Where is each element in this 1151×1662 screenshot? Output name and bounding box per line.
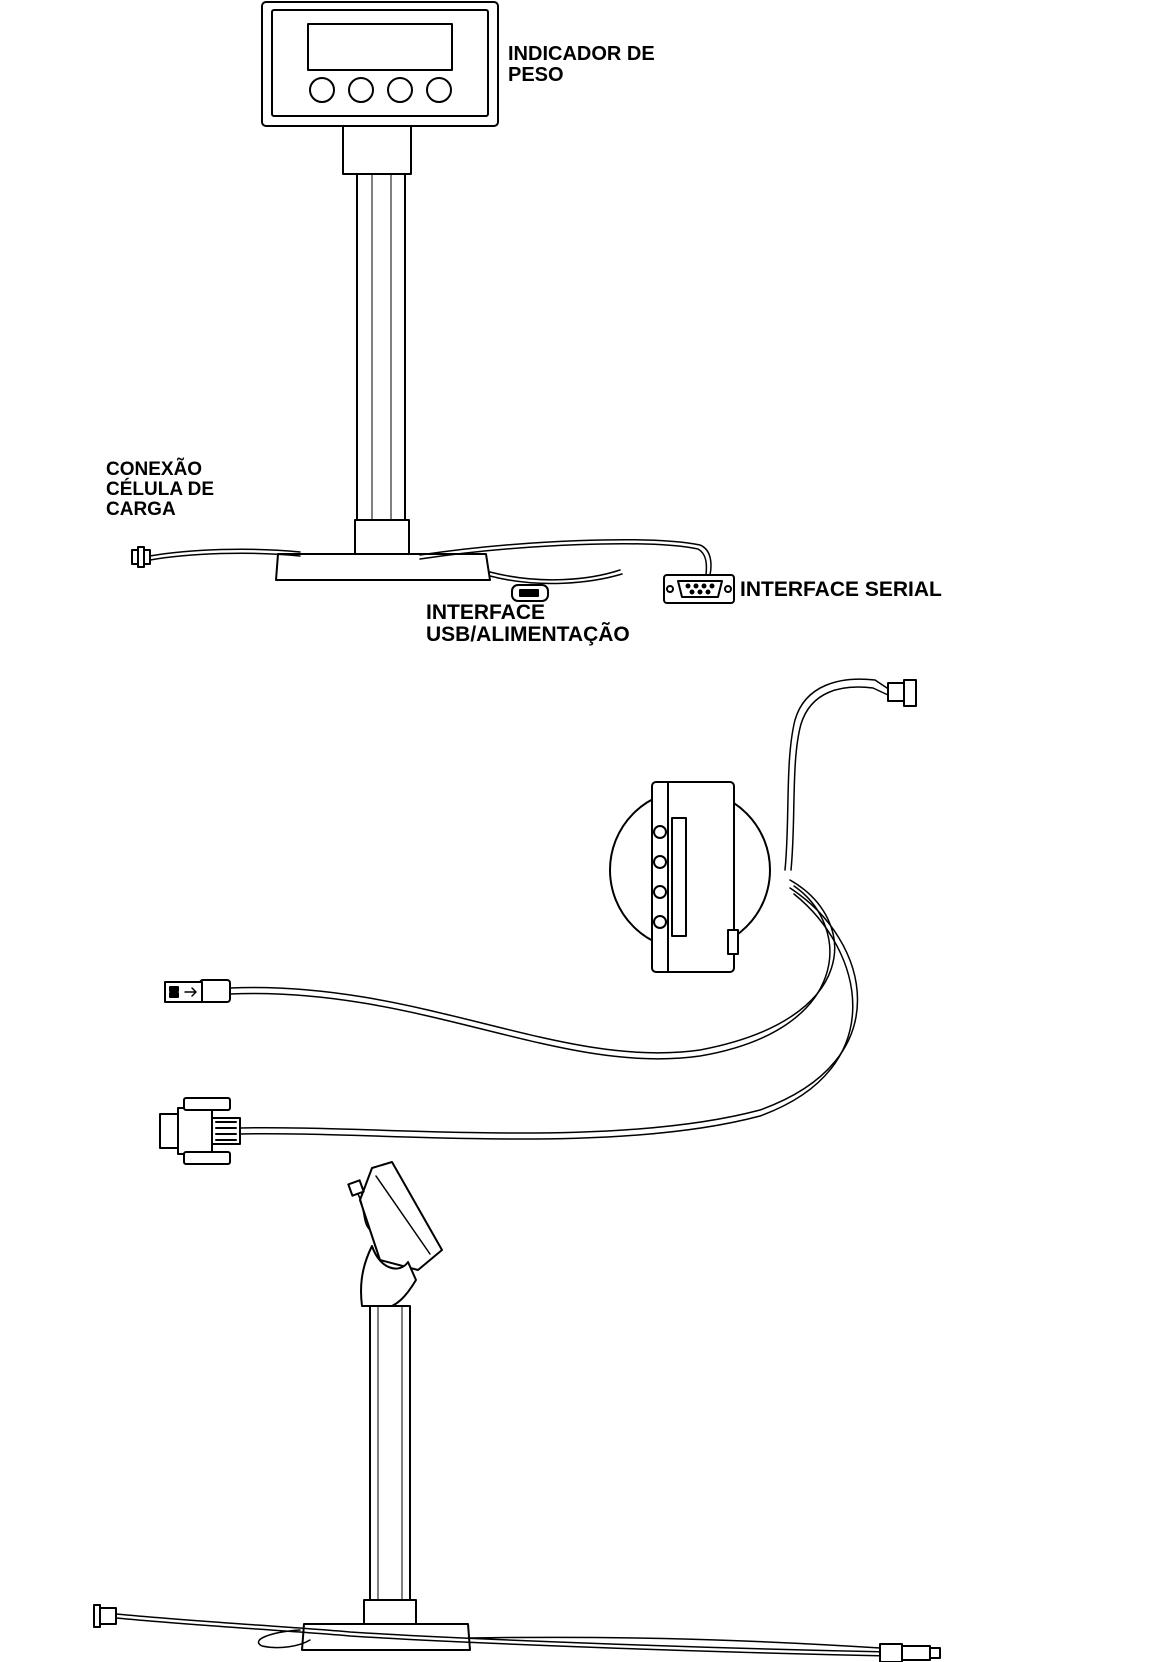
load-cell-plug-top [887,682,905,702]
indicator-body-side [651,781,735,973]
db9-serial-connector [663,574,735,604]
load-cell-cable [149,548,301,557]
side-base [301,1623,471,1651]
label-interface-serial: INTERFACE SERIAL [740,578,942,601]
serial-cable [419,539,712,576]
indicator-head [261,1,499,127]
label-conexao-celula-de-carga: CONEXÃO CÉLULA DE CARGA [106,460,214,520]
key-button-1 [309,77,335,103]
db9-connector-top [159,1097,241,1165]
key-button-3 [387,77,413,103]
label-line: INDICADOR DE [508,43,655,65]
label-line: PESO [508,64,564,86]
side-connector [879,1643,941,1662]
label-line: CÉLULA DE [106,478,215,500]
label-line: CONEXÃO [106,459,203,480]
label-line: USB/ALIMENTAÇÃO [426,623,630,647]
key-button-4 [426,77,452,103]
label-line: CARGA [106,498,176,520]
top-view [159,678,917,1165]
side-view [93,1161,941,1662]
front-view [131,1,735,604]
label-interface-usb-alimentacao: INTERFACE USB/ALIMENTAÇÃO [426,601,630,647]
label-line: INTERFACE [426,601,546,624]
usb-cable [489,569,621,581]
base [275,553,491,581]
pole [356,173,406,521]
label-indicador-de-peso: INDICADOR DE PESO [508,44,655,86]
lcd-display [307,23,453,71]
key-button-2 [348,77,374,103]
label-line: INTERFACE SERIAL [740,578,942,601]
side-pole [369,1305,411,1601]
usb-a-connector [164,979,231,1003]
